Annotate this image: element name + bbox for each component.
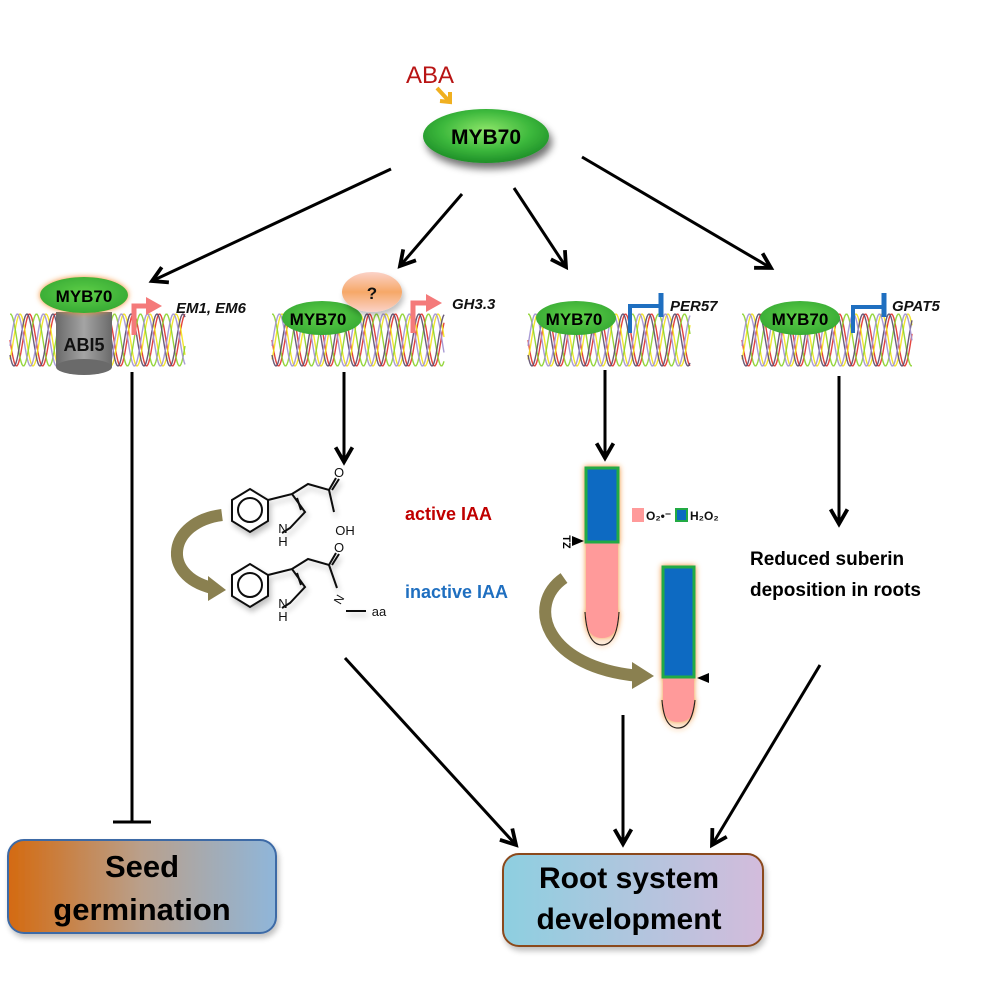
myb70-seed-protein xyxy=(40,277,128,313)
myb70-ros-label: MYB70 xyxy=(546,310,603,329)
myb70-central-label: MYB70 xyxy=(451,126,521,149)
active-iaa-label: active IAA xyxy=(405,504,492,524)
arrow-iaa-to-root-dev xyxy=(343,656,519,848)
root-development-line-1: Root system xyxy=(539,862,719,895)
legend-swatch-superoxide xyxy=(632,508,644,522)
arrow-to-seed-branch xyxy=(148,167,392,285)
seed-germination-line-1: Seed xyxy=(105,849,179,884)
legend-label-superoxide: O₂•⁻ xyxy=(646,509,671,523)
repression-arrow-icon xyxy=(851,293,887,333)
aba-arrow-icon xyxy=(435,86,452,105)
inactive-iaa-structure xyxy=(231,552,366,612)
myb70-seed-label: MYB70 xyxy=(56,287,113,306)
suberin-result-line-2: deposition in roots xyxy=(750,580,921,601)
inactive-iaa-nh-amide: N xyxy=(331,592,347,607)
root-development-box xyxy=(502,853,764,947)
inactive-iaa-label: inactive IAA xyxy=(405,582,508,602)
legend-label-h2o2: H₂O₂ xyxy=(690,509,719,523)
arrow-suberin-to-root-dev xyxy=(710,664,822,849)
legend-swatch-h2o2 xyxy=(675,508,688,522)
target-gene-gpat5: GPAT5 xyxy=(892,298,940,315)
myb70-suberin-protein xyxy=(760,301,840,335)
inactive-iaa-h: H xyxy=(278,609,287,624)
aba-label: ABA xyxy=(406,62,454,89)
arrow-to-auxin-branch xyxy=(397,193,464,269)
unknown-partner-label: ? xyxy=(367,284,377,303)
root-wildtype-icon xyxy=(584,466,620,646)
tz-marker-icon xyxy=(572,536,584,546)
myb70-central-node xyxy=(423,109,549,163)
active-iaa-nh: N xyxy=(278,521,287,536)
dna-strand-line xyxy=(741,313,913,367)
root-mutant-icon xyxy=(661,565,696,729)
myb70-auxin-protein xyxy=(282,301,362,335)
root-development-line-2: development xyxy=(536,903,721,936)
myb70-auxin-label: MYB70 xyxy=(290,310,347,329)
arrow-to-ros-branch xyxy=(512,187,569,271)
abi5-protein xyxy=(56,312,112,375)
unknown-partner-protein xyxy=(342,272,402,312)
dna-strand-line xyxy=(741,313,913,367)
tz-label: TZ xyxy=(560,535,572,549)
target-genes-em1-em6: EM1, EM6 xyxy=(176,300,247,317)
inactive-iaa-o: O xyxy=(334,540,344,555)
active-iaa-structure xyxy=(231,477,340,534)
iaa-conversion-arrow-icon xyxy=(171,509,226,601)
target-gene-per57: PER57 xyxy=(670,298,718,315)
target-gene-gh3-3: GH3.3 xyxy=(452,296,496,313)
seed-germination-box xyxy=(7,839,277,934)
suberin-result-line-1: Reduced suberin xyxy=(750,549,904,570)
seed-germination-line-2: germination xyxy=(53,892,230,927)
activation-arrow-icon xyxy=(131,297,162,335)
myb70-suberin-label: MYB70 xyxy=(772,310,829,329)
inactive-iaa-nh: N xyxy=(278,596,287,611)
inactive-iaa-substituent: aa xyxy=(372,604,387,619)
active-iaa-h: H xyxy=(278,534,287,549)
myb70-ros-protein xyxy=(536,301,616,335)
arrow-to-suberin-branch xyxy=(581,155,775,270)
abi5-label: ABI5 xyxy=(63,335,104,355)
root-conversion-arrow-icon xyxy=(539,573,654,689)
activation-arrow-icon xyxy=(410,294,442,333)
active-iaa-oh: OH xyxy=(335,523,355,538)
active-iaa-o: O xyxy=(334,465,344,480)
dna-strand-line xyxy=(527,313,691,367)
tz-marker-icon xyxy=(697,673,709,683)
repression-arrow-icon xyxy=(628,293,664,333)
